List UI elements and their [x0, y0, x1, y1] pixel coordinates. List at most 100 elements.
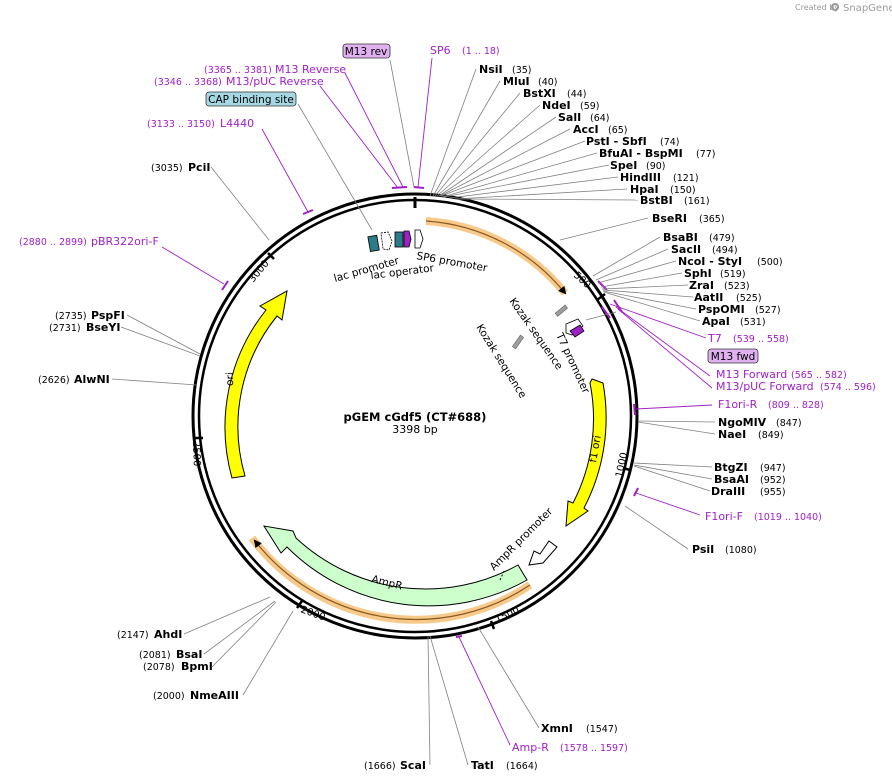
backbone-outer: [191, 192, 639, 640]
cap-site-feature[interactable]: [367, 234, 380, 253]
primer-f1ori-f-pos: (1019 .. 1040): [754, 512, 822, 523]
m13fwd-label: M13 fwd: [711, 351, 756, 363]
ampr-feature[interactable]: [262, 525, 528, 607]
primer-f1ori-f-name: F1ori-F: [705, 510, 743, 523]
svg-text:(3035): (3035): [151, 163, 183, 174]
enzyme-acci: AccI: [573, 123, 599, 136]
enzyme-apai: ApaI: [702, 315, 730, 328]
enzyme-nmeaiii: NmeAIII: [190, 689, 239, 702]
enzyme-psti-sbfi: PstI - SbfI: [586, 135, 647, 148]
m13fwd-feature[interactable]: [569, 324, 585, 338]
enzyme-btgzi: BtgZI: [714, 461, 748, 474]
enzyme-nsii: NsiI: [479, 63, 503, 76]
enzyme-aatii: AatII: [694, 291, 723, 304]
svg-text:(1666): (1666): [364, 761, 396, 772]
primer-m13forward-pos: (565 .. 582): [791, 370, 847, 381]
primer-ampr-name: Amp-R: [512, 741, 549, 754]
kozak-feature-1[interactable]: [554, 304, 569, 317]
ori-label: ori: [224, 372, 236, 386]
svg-text:(65): (65): [608, 125, 628, 136]
primer-m13forward-name: M13 Forward: [716, 368, 787, 381]
svg-text:(35): (35): [512, 65, 532, 76]
tick-1500: 1500: [494, 605, 522, 626]
primer-m13puc-reverse-name: M13/pUC Reverse: [226, 75, 324, 88]
svg-text:(527): (527): [755, 305, 781, 316]
m13rev-box[interactable]: M13 rev: [342, 43, 391, 59]
enzyme-ndei: NdeI: [542, 99, 571, 112]
svg-text:(44): (44): [567, 89, 587, 100]
tick-3000: 3000: [247, 258, 272, 285]
primer-m13puc-reverse-pos: (3346 .. 3368): [154, 77, 222, 88]
enzyme-sali: SalI: [558, 111, 581, 124]
enzyme-bstxi: BstXI: [523, 87, 556, 100]
svg-text:(847): (847): [776, 418, 802, 429]
cap-label-box[interactable]: CAP binding site: [205, 91, 297, 107]
enzyme-sphi: SphI: [684, 267, 712, 280]
m13rev-feature[interactable]: [403, 230, 412, 248]
enzyme-sacii: SacII: [671, 243, 701, 256]
svg-text:(494): (494): [712, 245, 738, 256]
svg-text:(77): (77): [696, 149, 716, 160]
orf-arrow-top: [425, 220, 567, 295]
enzyme-draiii: DraIII: [711, 485, 745, 498]
svg-text:(525): (525): [736, 293, 762, 304]
enzyme-labels: NsiI (35) MluI (40) BstXI (44) NdeI (59)…: [38, 63, 802, 772]
primer-leaders: [161, 57, 713, 746]
credit-brand: SnapGene: [843, 3, 892, 14]
svg-text:(161): (161): [684, 196, 710, 207]
svg-text:(74): (74): [660, 137, 680, 148]
ampr-promoter-label: AmpR promoter: [488, 505, 556, 573]
enzyme-bpmi: BpmI: [181, 660, 213, 673]
svg-text:(500): (500): [757, 257, 783, 268]
enzyme-bstbi: BstBI: [640, 194, 673, 207]
f1-ori-label: f1 ori: [587, 434, 604, 463]
enzyme-alwni: AlwNI: [74, 373, 110, 386]
credit-text: Created by: [795, 3, 839, 12]
lac-promoter-feature[interactable]: [380, 231, 393, 251]
primer-t7-pos: (539 .. 558): [733, 334, 789, 345]
enzyme-pcii: PciI: [188, 161, 210, 174]
ori-feature[interactable]: [224, 290, 288, 479]
ampr-promoter-feature[interactable]: [528, 540, 558, 566]
kozak-label-2: Kozak sequence: [473, 322, 528, 400]
enzyme-xmni: XmnI: [541, 722, 573, 735]
primer-m13reverse-pos: (3365 .. 3381): [204, 65, 272, 76]
kozak-feature-2[interactable]: [511, 334, 525, 350]
f1-ori-feature[interactable]: [565, 378, 607, 528]
enzyme-psii: PsiI: [692, 543, 714, 556]
enzyme-scai: ScaI: [400, 759, 426, 772]
svg-text:(90): (90): [646, 161, 666, 172]
svg-text:(64): (64): [590, 113, 610, 124]
primer-m13reverse-name: M13 Reverse: [275, 63, 346, 76]
svg-text:(365): (365): [699, 214, 725, 225]
svg-text:(150): (150): [670, 185, 696, 196]
svg-text:(59): (59): [580, 101, 600, 112]
m13fwd-box[interactable]: M13 fwd: [707, 348, 759, 364]
primer-t7-name: T7: [707, 332, 722, 345]
orf-arrow-bottom: [253, 539, 531, 621]
svg-text:(121): (121): [673, 173, 699, 184]
svg-text:(947): (947): [760, 463, 786, 474]
svg-text:(952): (952): [760, 475, 786, 486]
sp6-promoter-feature[interactable]: [414, 229, 424, 249]
svg-text:(1080): (1080): [725, 545, 757, 556]
lac-operator-feature[interactable]: [394, 231, 404, 248]
primer-f1ori-r-name: F1ori-R: [718, 398, 758, 411]
enzyme-pspomi: PspOMI: [698, 303, 745, 316]
svg-text:(2078): (2078): [143, 662, 175, 673]
svg-text:(1664): (1664): [506, 761, 538, 772]
m13rev-label: M13 rev: [345, 46, 388, 58]
enzyme-bsaai: BsaAI: [714, 473, 749, 486]
svg-text:(2081): (2081): [139, 650, 171, 661]
plasmid-name: pGEM cGdf5 (CT#688): [344, 410, 487, 424]
enzyme-hpai: HpaI: [630, 183, 659, 196]
enzyme-ahdi: AhdI: [154, 628, 182, 641]
svg-text:(523): (523): [724, 281, 750, 292]
svg-text:(849): (849): [758, 430, 784, 441]
tick-2000: 2000: [299, 604, 327, 623]
enzyme-mlui: MluI: [503, 75, 530, 88]
primer-ampr-pos: (1578 .. 1597): [560, 743, 628, 754]
snapgene-logo-icon: [831, 3, 840, 11]
primer-l4440-pos: (3133 .. 3150): [147, 119, 215, 130]
